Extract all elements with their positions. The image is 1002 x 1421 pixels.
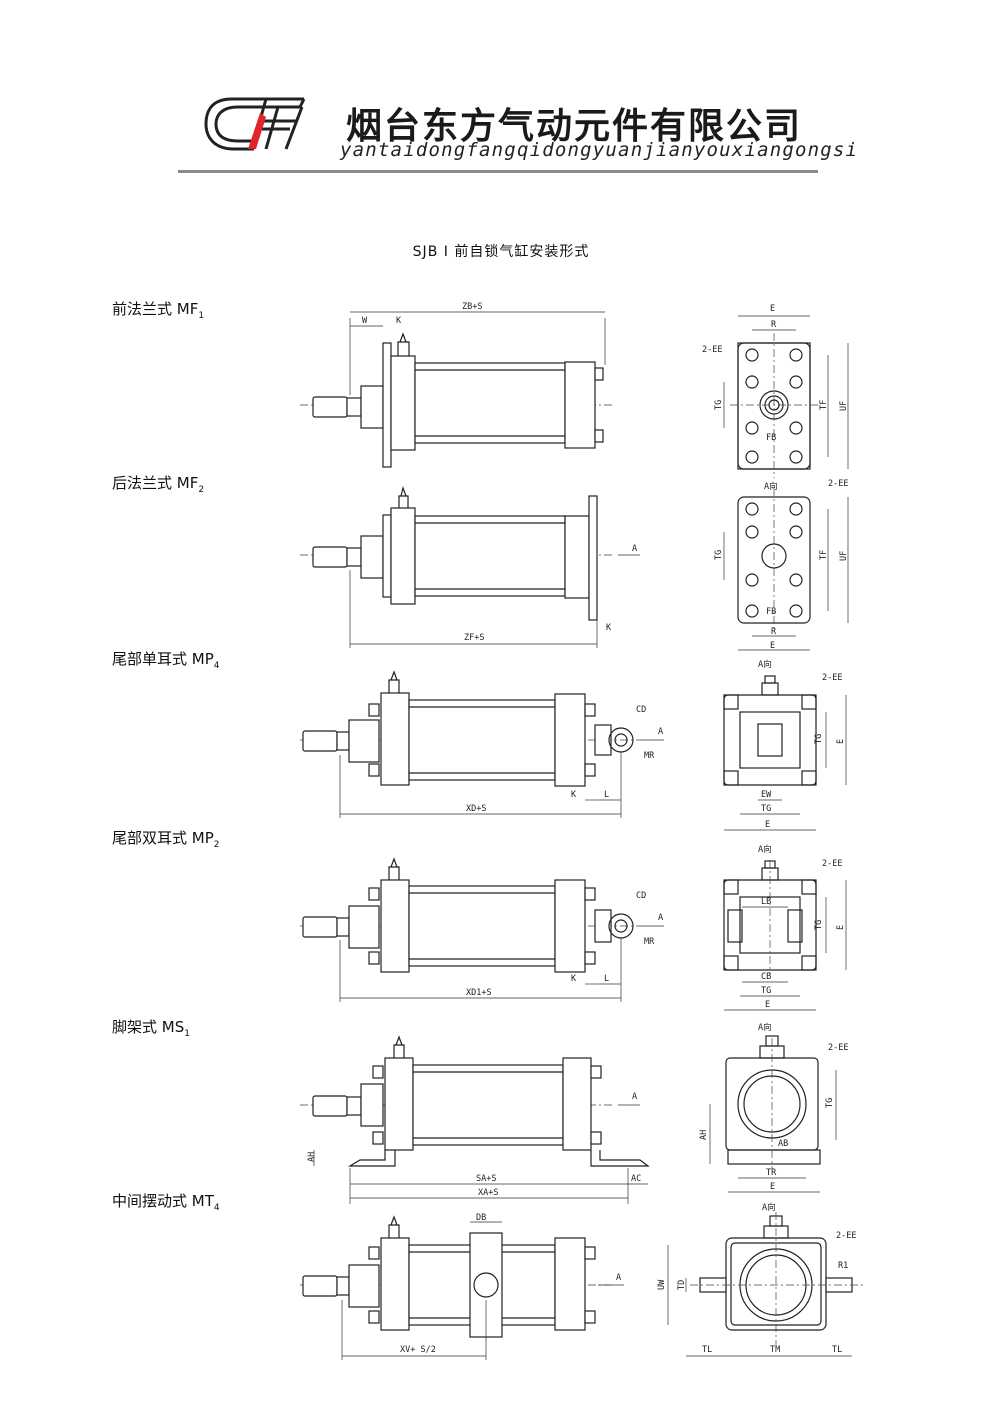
section-label-mf1: 前法兰式 MF1 <box>112 300 205 321</box>
dim-label: TL <box>832 1345 842 1355</box>
dim-label: FB <box>766 607 776 617</box>
dim-label: A向 <box>758 659 772 670</box>
company-name-cn: 烟台东方气动元件有限公司 <box>346 106 803 147</box>
dim-label: TM <box>770 1345 780 1355</box>
dim-label: TL <box>702 1345 712 1355</box>
dim-label: TF <box>819 550 829 560</box>
dim-label: A <box>632 1092 637 1102</box>
dim-label: L <box>604 974 609 984</box>
dim-label: 2-EE <box>822 673 842 683</box>
dim-label: LB <box>761 897 771 907</box>
dim-label: TG <box>814 920 824 930</box>
mp2-end-view: A向 2-EE LB TG E CB TG E <box>723 844 847 1011</box>
dim-label: A向 <box>762 1202 776 1213</box>
section-label-mt4: 中间摆动式 MT4 <box>112 1192 220 1213</box>
dim-label: E <box>836 925 846 930</box>
dim-label: K <box>606 623 612 633</box>
dim-label: TG <box>714 400 724 410</box>
dim-label: AH <box>699 1130 709 1140</box>
dim-label: CB <box>761 972 771 982</box>
dim-label: A <box>658 913 663 923</box>
dim-label: K <box>571 974 577 984</box>
section-label-ms1: 脚架式 MS1 <box>112 1018 190 1039</box>
dim-label: E <box>765 820 770 830</box>
company-logo <box>204 97 306 151</box>
dim-label: A向 <box>758 844 772 855</box>
ms1-side-view: AH SA+S XA+S AC A <box>300 1035 650 1204</box>
dim-label: FB <box>766 433 776 443</box>
dim-label: TG <box>714 550 724 560</box>
dim-label: UF <box>839 551 849 561</box>
section-label-mp2: 尾部双耳式 MP2 <box>112 829 220 850</box>
dim-label: MR <box>644 751 655 761</box>
dim-label: W <box>362 316 368 326</box>
dim-label: XD1+S <box>466 988 492 998</box>
dim-label: 2-EE <box>822 859 842 869</box>
header-divider <box>178 170 818 173</box>
dim-label: R <box>771 627 777 637</box>
dim-label: DB <box>476 1213 486 1223</box>
dim-label: EW <box>761 790 772 800</box>
dim-label: E <box>770 304 775 314</box>
dim-label: TG <box>761 986 771 996</box>
dim-label: 2-EE <box>836 1231 856 1241</box>
dim-label: ZF+S <box>464 633 484 643</box>
dim-label: A向 <box>764 481 778 492</box>
mf2-end-view: A向 2-EE TG TF UF FB R E <box>714 479 849 651</box>
dim-label: E <box>765 1000 770 1010</box>
dim-label: R <box>771 320 777 330</box>
dim-label: TF <box>819 400 829 410</box>
dim-label: E <box>770 1182 775 1192</box>
mt4-side-view: DB XV+ S/2 A <box>300 1213 624 1360</box>
mp4-end-view: A向 2-EE TG E EW TG E <box>723 659 847 831</box>
mt4-end-view: A向 2-EE R1 UW TD TL TM TL <box>657 1202 864 1357</box>
mf2-side-view: ZF+S K A <box>300 485 640 648</box>
dim-label: A <box>632 544 637 554</box>
section-label-mp4: 尾部单耳式 MP4 <box>112 650 220 671</box>
mf1-side-view: ZB+S W K <box>300 302 612 468</box>
dim-label: 2-EE <box>828 479 848 489</box>
dim-label: K <box>396 316 402 326</box>
dim-label: TG <box>825 1098 835 1108</box>
dim-label: TG <box>814 734 824 744</box>
ms1-end-view: A向 2-EE TG AH AB TR E <box>699 1022 848 1193</box>
dim-label: AH <box>307 1152 317 1162</box>
document-title: SJB Ⅰ 前自锁气缸安装形式 <box>412 244 590 260</box>
dim-label: E <box>836 739 846 744</box>
dim-label: UF <box>839 401 849 411</box>
company-name-pinyin: yantaidongfangqidongyuanjianyouxiangongs… <box>340 139 859 161</box>
mp2-side-view: XD1+S CD MR K L A <box>300 857 664 1002</box>
mp4-side-view: XD+S CD MR K L A <box>300 670 664 818</box>
dim-label: CD <box>636 891 646 901</box>
company-header: 烟台东方气动元件有限公司 yantaidongfangqidongyuanjia… <box>178 85 857 177</box>
dim-label: XV+ S/2 <box>400 1345 436 1355</box>
mf1-end-view: E R 2-EE TG TF UF FB <box>702 304 849 478</box>
dim-label: R1 <box>838 1261 848 1271</box>
dim-label: TR <box>766 1168 777 1178</box>
dim-label: 2-EE <box>828 1043 848 1053</box>
dim-label: ZB+S <box>462 302 482 312</box>
section-label-mf2: 后法兰式 MF2 <box>112 474 205 495</box>
dim-label: TG <box>761 804 771 814</box>
dim-label: A向 <box>758 1022 772 1033</box>
dim-label: XA+S <box>478 1188 498 1198</box>
dim-label: AC <box>631 1174 641 1184</box>
dim-label: SA+S <box>476 1174 496 1184</box>
dim-label: XD+S <box>466 804 486 814</box>
dim-label: A <box>616 1273 621 1283</box>
dim-label: K <box>571 790 577 800</box>
dim-label: E <box>770 641 775 651</box>
dim-label: A <box>658 727 663 737</box>
dim-label: L <box>604 790 609 800</box>
dim-label: UW <box>657 1279 667 1290</box>
dim-label: AB <box>778 1139 788 1149</box>
dim-label: MR <box>644 937 655 947</box>
dim-label: 2-EE <box>702 345 722 355</box>
dim-label: CD <box>636 705 646 715</box>
dim-label: TD <box>677 1280 687 1290</box>
